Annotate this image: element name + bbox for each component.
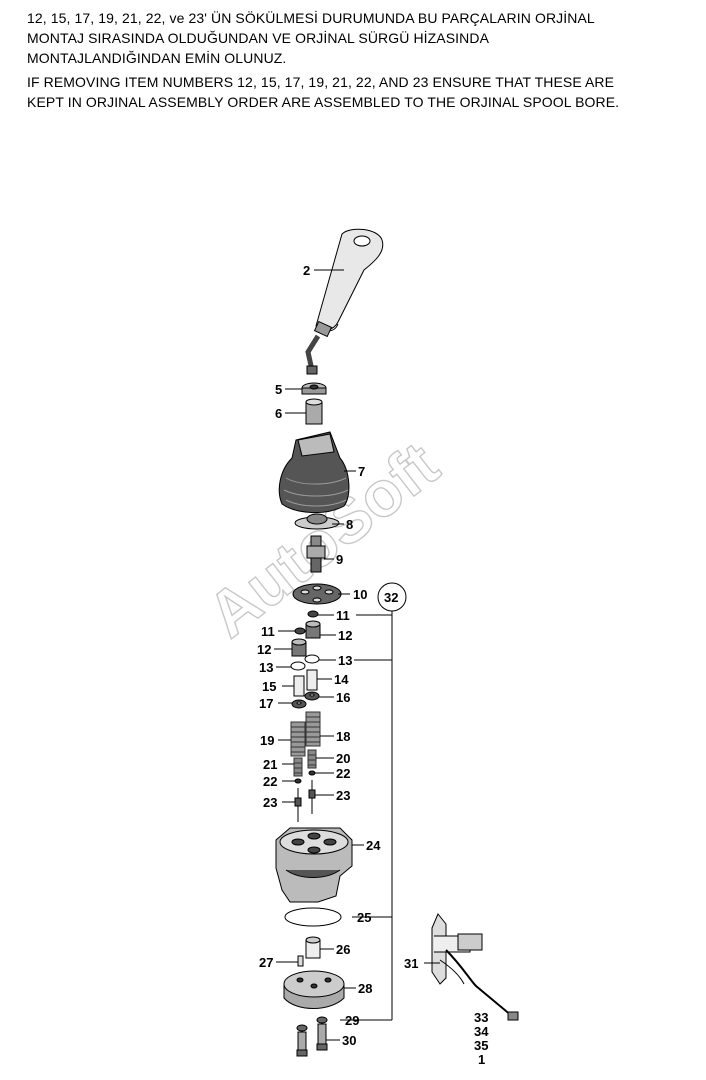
part-bracket-with-cable <box>431 913 519 1021</box>
callout-16: 16 <box>336 690 350 705</box>
callout-29: 29 <box>345 1013 359 1028</box>
callout-13-right: 13 <box>338 653 352 668</box>
part-seal-11-left <box>294 627 306 635</box>
part-plate <box>294 513 340 530</box>
callout-30: 30 <box>342 1033 356 1048</box>
callout-5: 5 <box>275 382 282 397</box>
part-oring-13-right <box>304 654 320 664</box>
group-bracket-32 <box>340 582 407 1021</box>
part-plug-12-right <box>305 620 321 639</box>
part-spring-21 <box>293 757 303 777</box>
callout-22-right: 22 <box>336 766 350 781</box>
callout-11-right: 11 <box>336 608 350 623</box>
part-pin-23-right <box>308 780 316 814</box>
part-spring-19 <box>290 721 306 757</box>
part-washer-17 <box>291 699 307 709</box>
callout-15: 15 <box>262 679 276 694</box>
callout-21: 21 <box>263 757 277 772</box>
part-shim-22-right <box>308 770 316 776</box>
part-rubber-boot <box>278 431 350 514</box>
part-washer-29-left <box>296 1024 308 1032</box>
callout-26: 26 <box>336 942 350 957</box>
part-housing <box>275 827 353 903</box>
callout-19: 19 <box>260 733 274 748</box>
part-washer-16 <box>304 691 320 701</box>
callout-6: 6 <box>275 406 282 421</box>
part-gasket <box>284 907 342 927</box>
note-turkish: 12, 15, 17, 19, 21, 22, ve 23' ÜN SÖKÜLM… <box>27 10 595 66</box>
note-english: IF REMOVING ITEM NUMBERS 12, 15, 17, 19,… <box>27 74 620 110</box>
part-spool-15 <box>293 675 305 697</box>
callout-28: 28 <box>358 981 372 996</box>
part-oring-13-left <box>290 661 306 671</box>
callout-34: 34 <box>474 1024 489 1039</box>
callout-8: 8 <box>346 517 353 532</box>
callout-10: 10 <box>353 587 367 602</box>
part-washer-29 <box>316 1016 328 1024</box>
callout-25: 25 <box>357 910 371 925</box>
callout-2: 2 <box>303 263 310 278</box>
callout-labels: 2 5 6 7 8 9 10 32 11 11 12 12 13 13 14 1… <box>257 263 489 1067</box>
part-plug-12-left <box>291 638 307 657</box>
callout-17: 17 <box>259 696 273 711</box>
callout-33: 33 <box>474 1010 488 1025</box>
callout-23-left: 23 <box>263 795 277 810</box>
part-spool-14 <box>306 669 318 691</box>
leader-lines <box>274 269 440 1041</box>
part-seal-11-right <box>307 610 319 618</box>
callout-7: 7 <box>358 464 365 479</box>
callout-18: 18 <box>336 729 350 744</box>
part-base-plate <box>283 970 345 1009</box>
callout-9: 9 <box>336 552 343 567</box>
callout-24: 24 <box>366 838 381 853</box>
part-joint <box>306 535 326 573</box>
part-spring-18 <box>305 711 321 747</box>
part-pin-23-left <box>294 788 302 822</box>
callout-14: 14 <box>334 672 349 687</box>
part-shim-22-left <box>294 778 302 784</box>
callout-12-left: 12 <box>257 642 271 657</box>
callout-31: 31 <box>404 956 418 971</box>
callout-22-left: 22 <box>263 774 277 789</box>
callout-1: 1 <box>478 1052 485 1067</box>
callout-23-right: 23 <box>336 788 350 803</box>
part-spring-20 <box>307 749 317 769</box>
callout-35: 35 <box>474 1038 488 1053</box>
part-bushing <box>305 398 323 425</box>
part-bolt-30-right <box>316 1023 328 1051</box>
part-nut <box>301 382 327 395</box>
callout-12-right: 12 <box>338 628 352 643</box>
part-bolt-30-left <box>296 1031 308 1057</box>
callout-32: 32 <box>384 590 398 605</box>
part-sleeve <box>305 936 321 959</box>
part-cam-plate <box>292 583 342 605</box>
assembly-notes: 12, 15, 17, 19, 21, 22, ve 23' ÜN SÖKÜLM… <box>27 8 697 116</box>
part-handle <box>305 228 384 375</box>
part-dowel <box>297 955 304 967</box>
callout-11-left: 11 <box>261 624 275 639</box>
callout-27: 27 <box>259 955 273 970</box>
callout-13-left: 13 <box>259 660 273 675</box>
callout-20: 20 <box>336 751 350 766</box>
